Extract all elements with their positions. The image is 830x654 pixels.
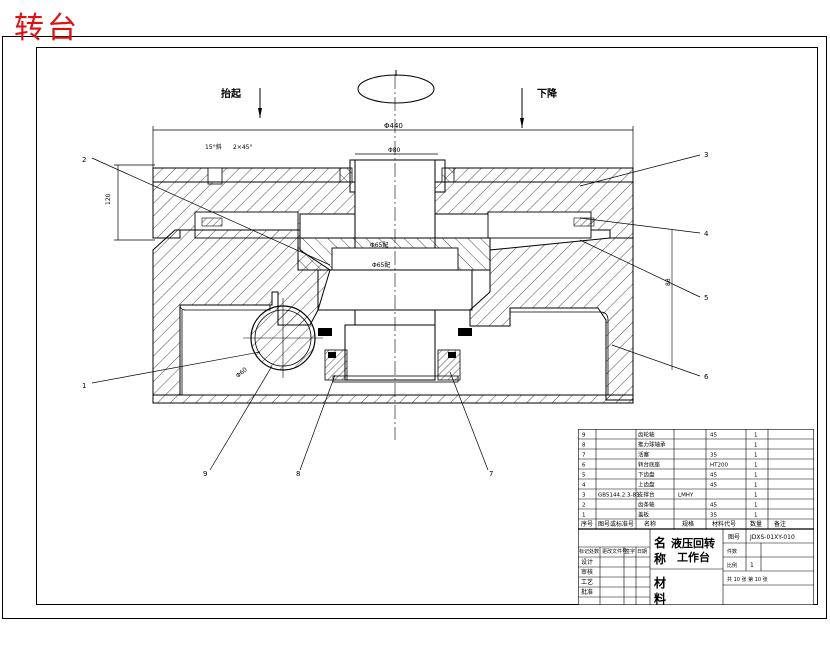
product-name-2: 工作台 <box>677 550 710 564</box>
bom-header-mat: 材料代号 <box>712 520 736 528</box>
bom-cell-unit: 1 <box>754 493 758 499</box>
dim-note-2: 2×45° <box>233 144 252 151</box>
base-plate <box>152 394 634 404</box>
bom-header-qty: 数量 <box>750 520 762 528</box>
bom-cell-unit: 1 <box>754 503 758 509</box>
bom-cell-no: 5 <box>582 473 586 479</box>
role-approve: 批准 <box>581 588 593 596</box>
scale-value: 1 <box>750 562 754 569</box>
dim-note-1: 15°斜 <box>205 143 222 151</box>
bom-cell-qty: LMHY <box>678 493 694 499</box>
callout-3: 3 <box>704 151 708 159</box>
bom-cell-mat: 45 <box>710 433 717 439</box>
material-label-1: 材 <box>653 575 666 590</box>
role-review: 审核 <box>581 568 593 576</box>
qty-label: 件数 <box>727 548 737 555</box>
bom-cell-name: 转台底座 <box>638 461 661 469</box>
callout-6: 6 <box>704 373 709 381</box>
sig-header-2: 更改文件号 <box>602 548 627 555</box>
bom-cell-no: 6 <box>582 463 586 469</box>
bom-cell-no: 7 <box>582 453 586 459</box>
bom-cell-no: 8 <box>582 443 586 449</box>
callout-1: 1 <box>82 382 86 390</box>
bom-cell-mat: 35 <box>710 453 717 459</box>
title-block: 9 齿轮轴 45 1 8 推力球轴承 1 7 活塞 35 1 6 转台底座 HT200 1 5 下齿盘 45 1 4 上… <box>578 429 814 605</box>
callout-4: 4 <box>704 230 709 238</box>
callout-9: 9 <box>203 470 207 478</box>
name-label-1: 名 <box>654 535 666 550</box>
base-right <box>469 237 634 401</box>
scale-label: 比例 <box>727 562 737 569</box>
bom-cell-no: 2 <box>582 503 586 509</box>
callout-2: 2 <box>82 156 86 164</box>
bom-cell-name: 齿条轴 <box>638 501 655 509</box>
bom-cell-unit: 1 <box>754 483 758 489</box>
role-process: 工艺 <box>581 578 593 586</box>
sig-header-1: 标记处数 <box>579 548 599 555</box>
drawing-title: 转台 <box>14 11 80 46</box>
drawing-no: JDXS-01XY-010 <box>749 534 795 541</box>
bom-cell-mat: 45 <box>710 473 717 479</box>
dim-bore-2: Φ65配 <box>372 262 390 269</box>
dim-shaft-diameter: Φ80 <box>388 147 401 154</box>
dim-bore-1: Φ65配 <box>370 242 388 249</box>
bom-header-spec: 规格 <box>682 520 694 528</box>
bom-cell-unit: 1 <box>754 453 758 459</box>
dim-pin: Φ60 <box>235 366 249 379</box>
bom-cell-mat: 45 <box>710 483 717 489</box>
bom-cell-unit: 1 <box>754 433 758 439</box>
rotation-symbol <box>357 74 435 104</box>
bom-cell-name: 活塞 <box>638 451 650 459</box>
bom-cell-name: 推力球轴承 <box>638 441 666 449</box>
material-label-2: 料 <box>654 591 666 605</box>
bom-cell-name: 支撑台 <box>638 491 655 499</box>
bom-cell-no: 4 <box>582 483 586 489</box>
callout-7: 7 <box>489 470 493 478</box>
bom-header-name: 名称 <box>644 520 656 528</box>
bom-header-no: 序号 <box>581 520 593 528</box>
callout-8: 8 <box>296 470 300 478</box>
bom-cell-name: 盖板 <box>638 511 650 519</box>
drawing-frame <box>36 47 818 605</box>
bom-cell-no: 9 <box>582 433 586 439</box>
bom-cell-unit: 1 <box>754 473 758 479</box>
bom-cell-unit: 1 <box>754 513 758 519</box>
dim-top-diameter: Φ440 <box>384 122 403 130</box>
product-name-1: 液压回转 <box>671 536 715 550</box>
bom-cell-mat: 35 <box>710 513 717 519</box>
bom-cell-name: 下齿盘 <box>638 471 655 479</box>
bom-cell-mat: HT200 <box>710 463 728 469</box>
lower-label: 下降 <box>537 87 558 100</box>
bom-cell-name: 上齿盘 <box>638 481 655 489</box>
bom-cell-code: GB5144.2.3-83 <box>598 493 640 499</box>
sig-header-4: 日期 <box>637 549 647 555</box>
drawing-no-label: 图号 <box>728 534 740 541</box>
dim-height: 120 <box>105 193 112 205</box>
sheet-info: 共 10 张 第 10 张 <box>727 576 768 583</box>
bom-header-note: 备注 <box>774 520 786 528</box>
bom-header: 序号 图号或标准号 名称 规格 材料代号 数量 备注 <box>581 520 786 528</box>
callout-5: 5 <box>704 294 708 302</box>
bom-cell-mat: 45 <box>710 503 717 509</box>
name-label-2: 称 <box>654 551 666 566</box>
role-design: 设计 <box>581 558 593 566</box>
bom-cell-no: 3 <box>582 493 586 499</box>
bom-cell-no: 1 <box>582 513 586 519</box>
piston <box>344 324 436 381</box>
bom-header-code: 图号或标准号 <box>598 520 634 528</box>
sig-header-3: 签字 <box>625 548 635 555</box>
bom-cell-name: 齿轮轴 <box>638 431 655 439</box>
outer-border <box>2 36 827 619</box>
bom-cell-unit: 1 <box>754 463 758 469</box>
lift-label: 抬起 <box>221 87 242 100</box>
bom-rows: 9 齿轮轴 45 1 8 推力球轴承 1 7 活塞 35 1 6 转台底座 HT200 1 5 下齿盘 45 1 4 上… <box>582 431 758 519</box>
bom-cell-unit: 1 <box>754 443 758 449</box>
